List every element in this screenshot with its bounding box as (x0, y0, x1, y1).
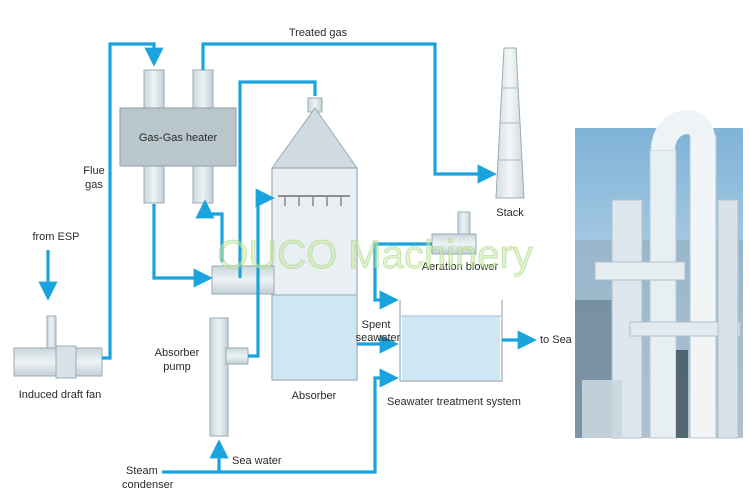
flow-pump-to-absorber (248, 188, 275, 358)
plant-photo (575, 110, 743, 439)
induced-draft-fan-label: Induced draft fan (19, 389, 102, 401)
flow-fan-to-heater (102, 42, 164, 360)
absorber-pump: Absorber pump (155, 317, 249, 437)
absorber-label: Absorber (292, 390, 337, 402)
flow-heater-to-absorber (152, 204, 213, 288)
treated-gas-label: Treated gas (289, 27, 348, 39)
seawater-treatment-label: Seawater treatment system (387, 396, 521, 408)
spent-seawater-label-1: Spent (362, 319, 391, 331)
gas-gas-heater-label: Gas-Gas heater (139, 132, 218, 144)
flow-treated-gas (201, 42, 497, 184)
flow-reheat (195, 199, 224, 262)
flow-air-to-treatment (373, 242, 432, 310)
flow-steam-condenser (162, 368, 399, 474)
sea-water-label: Sea water (232, 455, 282, 467)
steam-condenser-label-2: condenser (122, 479, 174, 491)
flue-gas-label-2: gas (85, 179, 103, 191)
absorber-inlet-duct (211, 265, 275, 295)
aeration-blower: Aeration blower (422, 211, 499, 273)
seawater-treatment-system: Seawater treatment system (387, 300, 521, 408)
aeration-blower-label: Aeration blower (422, 261, 499, 273)
induced-draft-fan: Induced draft fan (13, 315, 103, 401)
flow-lines (38, 42, 537, 474)
absorber-pump-label-1: Absorber (155, 347, 200, 359)
watermark: OUCO Machinery (217, 233, 533, 277)
absorber-pump-label-2: pump (163, 361, 191, 373)
spent-seawater-label-2: seawater (356, 332, 401, 344)
flue-gas-label-1: Flue (83, 165, 104, 177)
to-sea-label: to Sea (540, 334, 573, 346)
from-esp-label: from ESP (32, 231, 79, 243)
stack-label: Stack (496, 207, 524, 219)
stack: Stack (495, 47, 525, 219)
steam-condenser-label-1: Steam (126, 465, 158, 477)
flow-heater-return (238, 80, 317, 278)
gas-gas-heater: Gas-Gas heater (119, 69, 237, 204)
